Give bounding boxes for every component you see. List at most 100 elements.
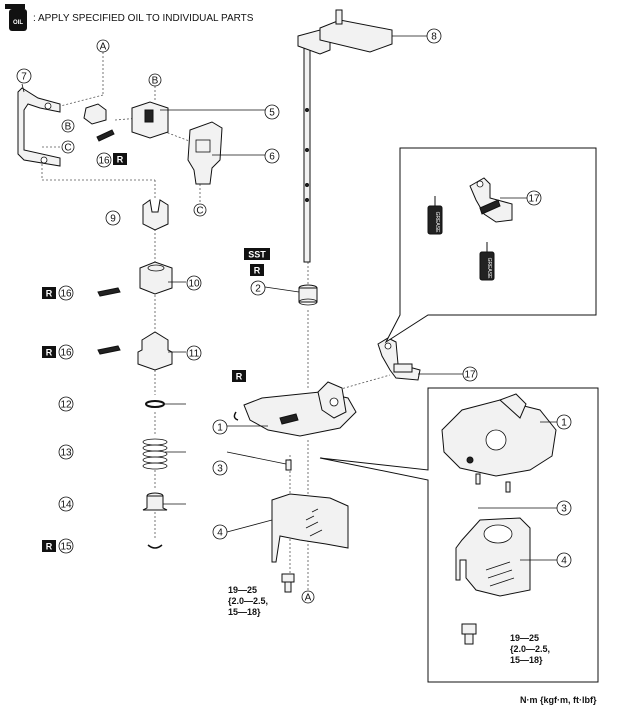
part-5	[83, 101, 169, 139]
svg-text:5: 5	[269, 108, 275, 119]
svg-text:A: A	[305, 593, 312, 604]
part-3-pin	[285, 459, 292, 471]
part-4-bracket	[271, 493, 349, 563]
oil-icon-label: OIL	[13, 20, 23, 26]
part-13-spring	[142, 438, 168, 470]
grease-label-2: GREASE	[486, 258, 492, 280]
svg-text:16: 16	[60, 289, 72, 300]
badge-R-15: R	[42, 540, 56, 552]
part-2-bushing	[298, 284, 318, 306]
detail-box-bottom	[319, 387, 599, 683]
part-15-clip	[147, 544, 163, 549]
part-17-bracket	[377, 337, 421, 381]
detail-box-top: GREASE GREASE	[384, 147, 597, 344]
svg-text:C: C	[64, 143, 71, 154]
part-1-housing	[233, 381, 357, 437]
svg-text:3: 3	[561, 504, 567, 515]
part-9	[142, 199, 169, 231]
badge-R-1: R	[232, 370, 246, 382]
svg-text:15—18}: 15—18}	[228, 607, 261, 617]
callout-9: 9	[105, 210, 121, 226]
torque-main: 19—25 {2.0—2.5, 15—18}	[228, 585, 268, 617]
callout-17-detail: 17	[526, 190, 542, 206]
callout-7: 7	[16, 68, 32, 84]
svg-text:15: 15	[60, 542, 72, 553]
callout-1-detail: 1	[556, 414, 572, 430]
bolt-main	[281, 573, 295, 593]
grease-label-1: GREASE	[434, 212, 440, 234]
svg-text:A: A	[100, 42, 107, 53]
callout-16-mid: 16	[58, 285, 74, 301]
part-10	[97, 261, 173, 297]
badge-R-2: R	[250, 264, 264, 276]
svg-text:R: R	[46, 289, 53, 299]
svg-text:{2.0—2.5,: {2.0—2.5,	[510, 644, 550, 654]
svg-text:14: 14	[60, 500, 72, 511]
grease-tube-2: GREASE	[479, 242, 495, 281]
callout-4-detail: 4	[556, 552, 572, 568]
svg-text:C: C	[196, 206, 203, 217]
oil-can-icon: OIL	[5, 4, 27, 31]
svg-text:13: 13	[60, 448, 72, 459]
svg-text:R: R	[236, 372, 243, 382]
callout-10: 10	[186, 275, 202, 291]
part-12	[145, 400, 165, 408]
legend-text: : APPLY SPECIFIED OIL TO INDIVIDUAL PART…	[33, 13, 254, 24]
ref-B-left: B	[61, 119, 75, 133]
callout-12: 12	[58, 396, 74, 412]
svg-text:17: 17	[528, 194, 540, 205]
badge-R-16-top: R	[113, 153, 127, 165]
callout-3-detail: 3	[556, 500, 572, 516]
ref-B-top: B	[148, 73, 162, 87]
svg-text:R: R	[117, 155, 124, 165]
units-note: N·m {kgf·m, ft·lbf}	[520, 695, 597, 705]
svg-text:1: 1	[561, 418, 567, 429]
callout-15: 15	[58, 538, 74, 554]
part-7-bracket	[17, 87, 61, 167]
part-14	[142, 492, 168, 511]
badge-SST: SST	[244, 248, 270, 260]
svg-text:R: R	[254, 266, 261, 276]
svg-text:2: 2	[255, 284, 261, 295]
svg-text:R: R	[46, 348, 53, 358]
callout-5: 5	[264, 104, 280, 120]
svg-text:6: 6	[269, 152, 275, 163]
callout-8: 8	[426, 28, 442, 44]
svg-text:1: 1	[217, 423, 223, 434]
svg-text:R: R	[46, 542, 53, 552]
svg-text:7: 7	[21, 72, 27, 83]
svg-text:12: 12	[60, 400, 72, 411]
callout-16-low: 16	[58, 344, 74, 360]
badge-R-16-low: R	[42, 346, 56, 358]
svg-text:4: 4	[561, 556, 567, 567]
part-16-pin-top	[96, 129, 115, 142]
svg-text:B: B	[65, 122, 72, 133]
callout-1: 1	[212, 419, 228, 435]
svg-text:16: 16	[98, 156, 110, 167]
svg-text:15—18}: 15—18}	[510, 655, 543, 665]
callout-3: 3	[212, 460, 228, 476]
part-6	[187, 121, 223, 185]
svg-text:17: 17	[464, 370, 476, 381]
callout-13: 13	[58, 444, 74, 460]
part-8-shaft	[297, 9, 393, 263]
svg-text:9: 9	[110, 214, 116, 225]
leader-lines	[21, 35, 558, 561]
svg-text:SST: SST	[248, 250, 266, 260]
callout-6: 6	[264, 148, 280, 164]
svg-text:11: 11	[189, 349, 200, 360]
callout-11: 11	[186, 345, 202, 361]
svg-text:{2.0—2.5,: {2.0—2.5,	[228, 596, 268, 606]
svg-text:B: B	[152, 76, 159, 87]
svg-text:10: 10	[188, 279, 200, 290]
callout-17-main: 17	[462, 366, 478, 382]
callout-14: 14	[58, 496, 74, 512]
ref-A-bottom: A	[301, 590, 315, 604]
part-11	[97, 331, 173, 371]
callout-4: 4	[212, 524, 228, 540]
ref-C-bottom: C	[193, 203, 207, 217]
ref-A-top: A	[96, 39, 110, 53]
badge-R-16-mid: R	[42, 287, 56, 299]
ref-C-left: C	[61, 140, 75, 154]
